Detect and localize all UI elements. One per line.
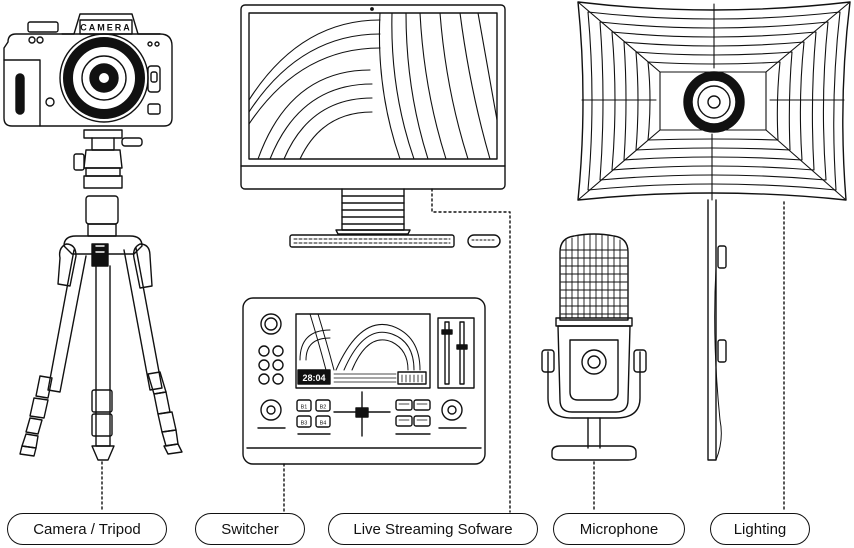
switcher-button-b1: B1 — [301, 405, 308, 411]
mouse — [467, 234, 501, 248]
microphone — [541, 233, 647, 513]
label-switcher: Switcher — [195, 513, 305, 545]
switcher: 28:04 B1 B2 B3 B4 — [242, 297, 486, 513]
camera-brand-text: CAMERA — [80, 23, 132, 33]
label-lighting: Lighting — [710, 513, 810, 545]
monitor — [240, 4, 511, 513]
softbox-light — [577, 1, 851, 513]
label-camera-tripod: Camera / Tripod — [7, 513, 167, 545]
keyboard — [289, 234, 455, 248]
label-live-streaming-software: Live Streaming Sofware — [328, 513, 538, 545]
monitor-wallpaper — [248, 12, 498, 160]
tripod — [19, 129, 183, 513]
switcher-timecode: 28:04 — [302, 373, 325, 383]
switcher-button-b2: B2 — [320, 405, 327, 411]
camera: CAMERA — [3, 13, 173, 127]
switcher-button-b3: B3 — [301, 421, 308, 427]
switcher-button-b4: B4 — [320, 421, 327, 427]
label-microphone: Microphone — [553, 513, 685, 545]
